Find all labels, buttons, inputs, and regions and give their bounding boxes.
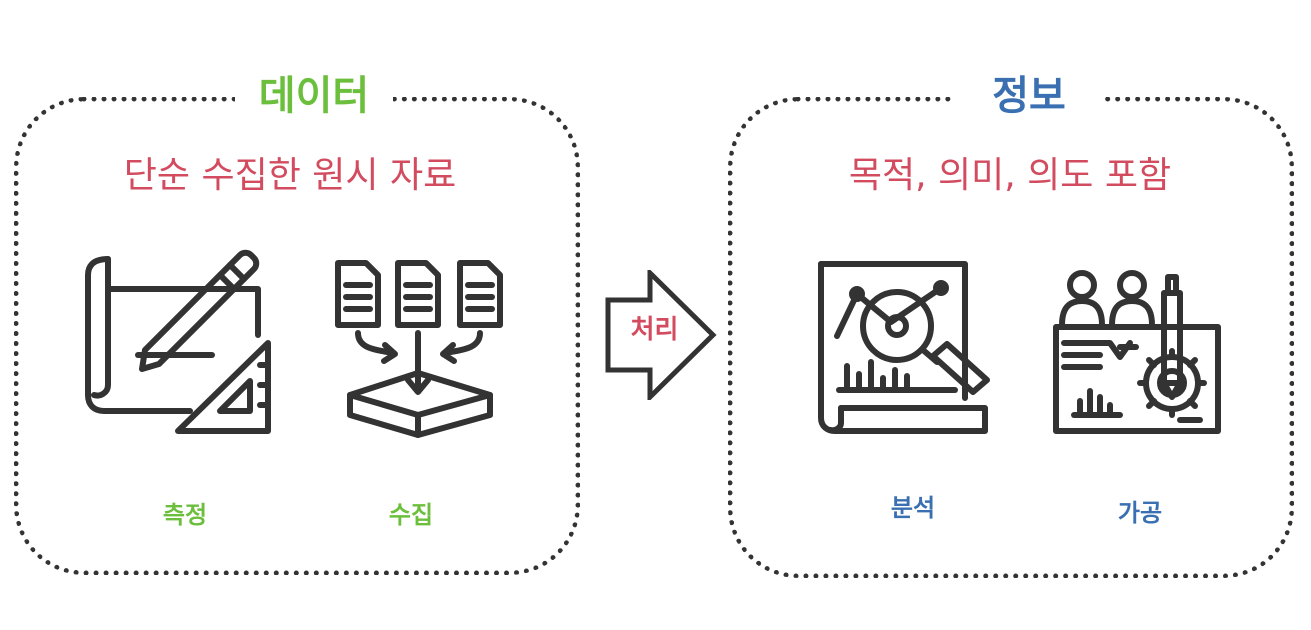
- data-item-measure-label: 측정: [162, 501, 208, 529]
- data-panel-subtitle: 단순 수집한 원시 자료: [123, 155, 457, 196]
- info-item-process-label: 가공: [1117, 499, 1163, 527]
- data-panel-title: 데이터: [235, 76, 393, 116]
- presentation-board-gear-icon: [1050, 265, 1225, 440]
- documents-into-box-icon: [330, 255, 515, 440]
- report-magnifier-icon: [815, 258, 995, 438]
- info-item-analyze-label: 분석: [890, 494, 936, 522]
- process-arrow-label: 처리: [630, 315, 679, 345]
- process-arrow: [605, 267, 717, 403]
- info-panel-subtitle: 목적, 의미, 의도 포함: [848, 155, 1172, 196]
- blueprint-pencil-ruler-icon: [80, 245, 280, 440]
- data-item-collect-label: 수집: [388, 501, 434, 529]
- info-panel-title: 정보: [955, 76, 1103, 116]
